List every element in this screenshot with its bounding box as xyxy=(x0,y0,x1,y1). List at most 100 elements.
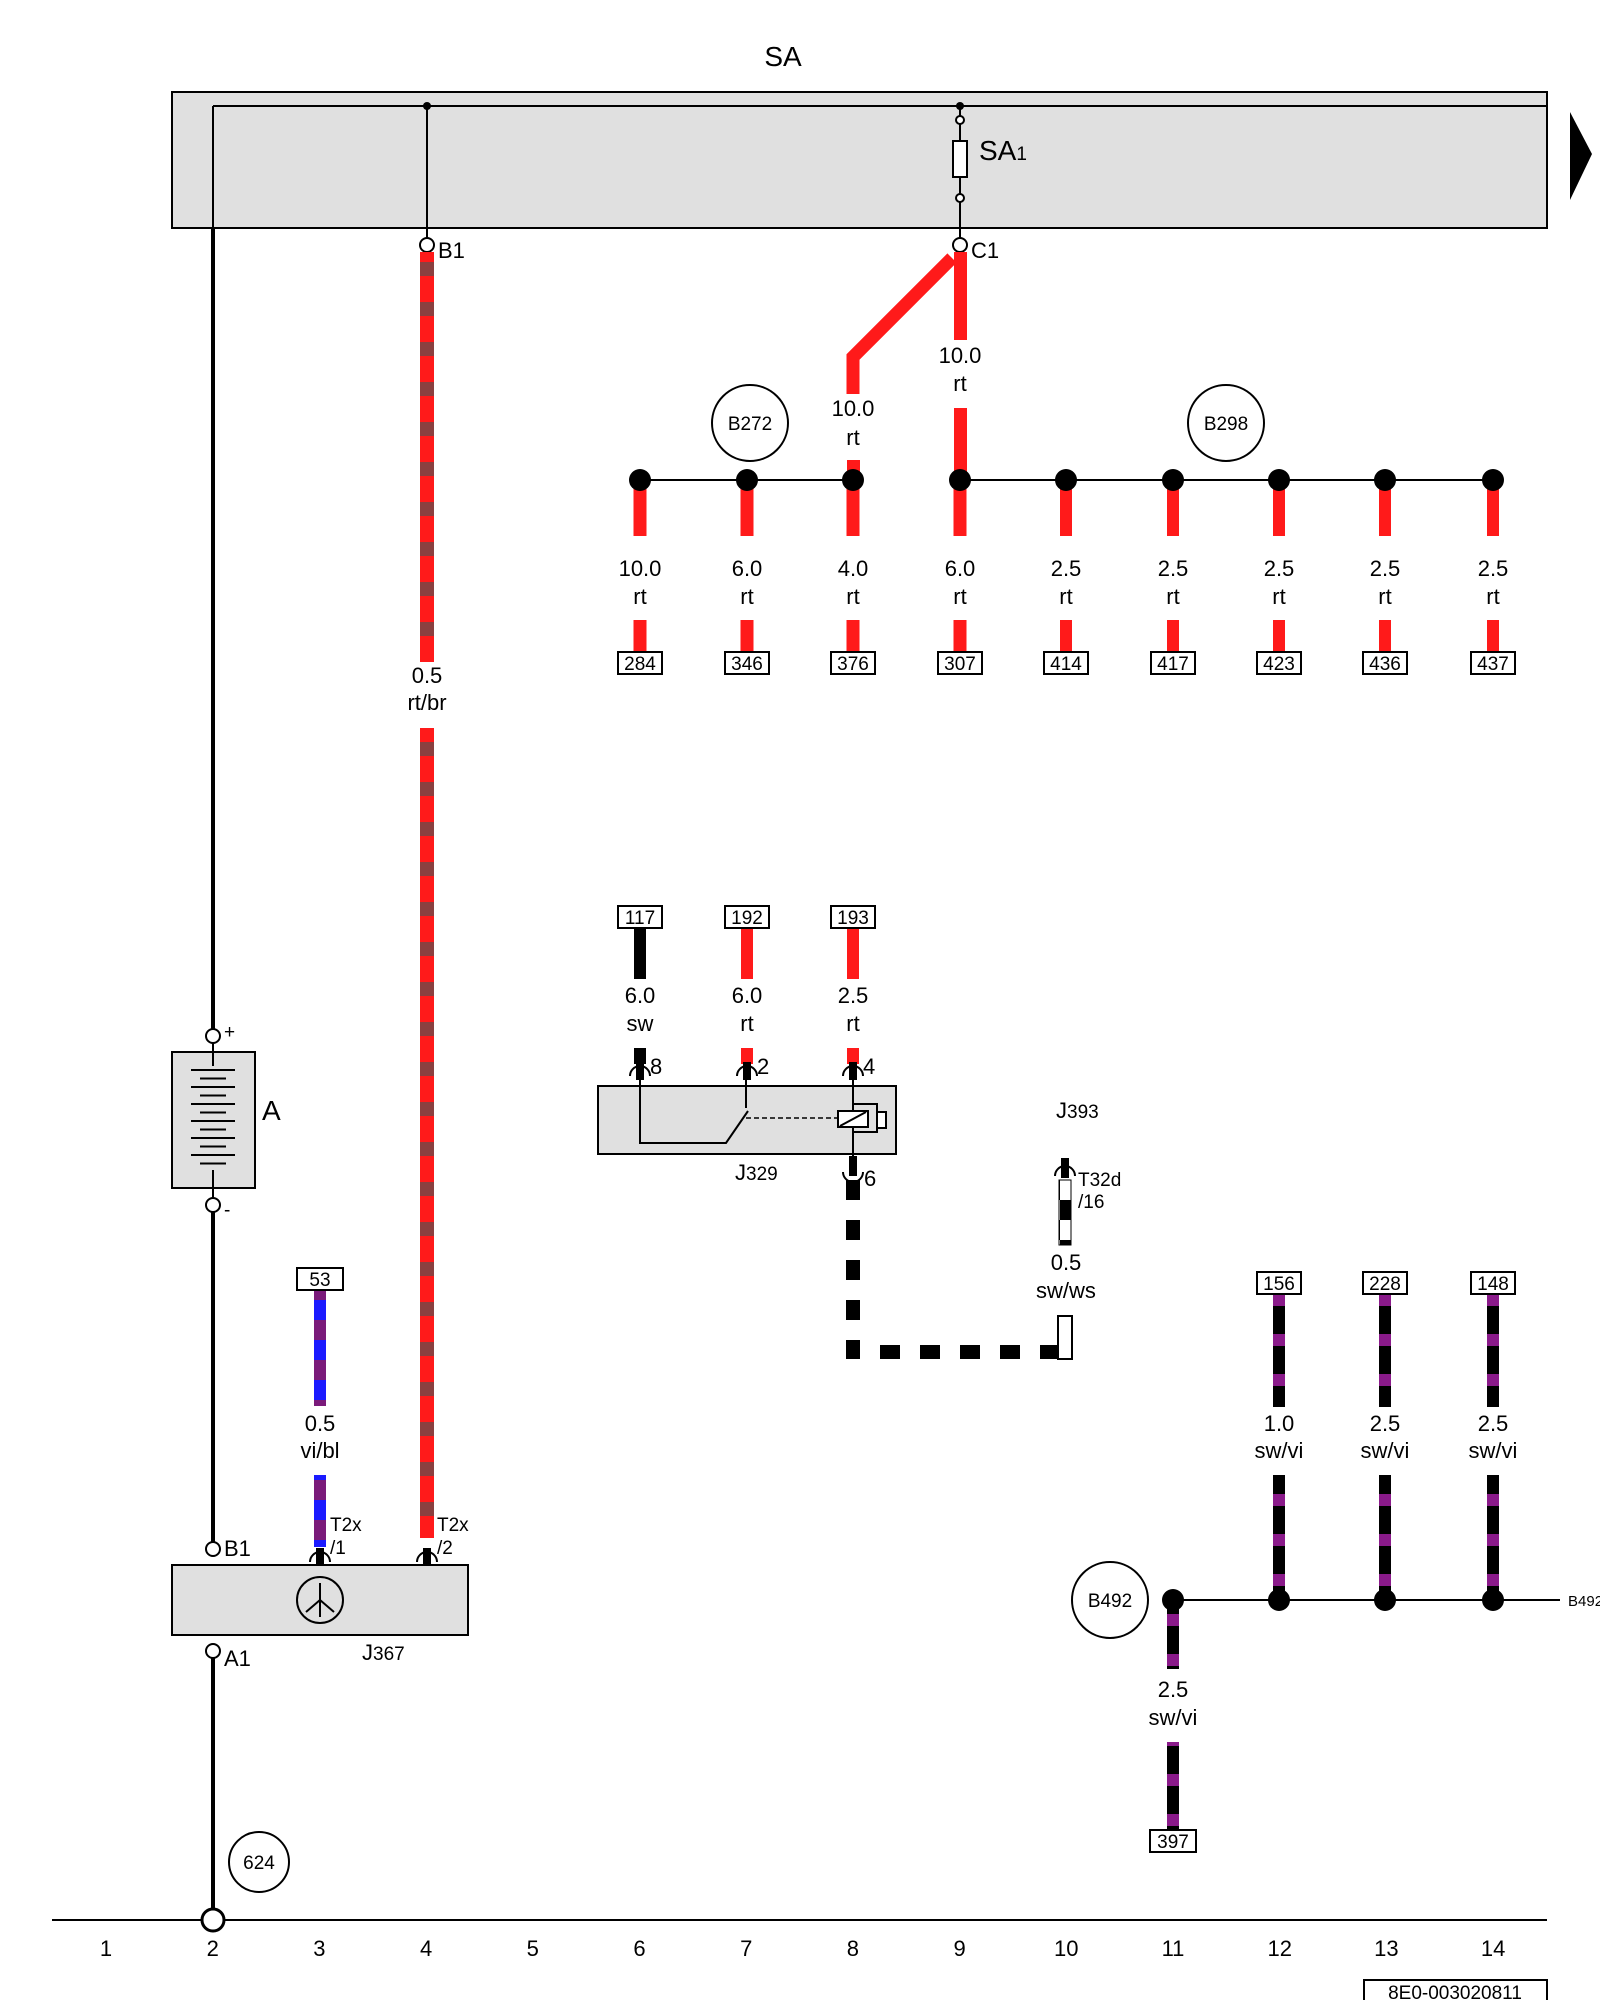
wire-color: rt xyxy=(1166,584,1179,609)
ref-number: 192 xyxy=(731,908,763,929)
relay-pin-label: 8 xyxy=(650,1054,662,1079)
wire-size: 1.0 xyxy=(1264,1411,1295,1436)
column-number: 8 xyxy=(847,1936,859,1961)
relay-pin-6: 6 xyxy=(864,1166,876,1191)
continue-arrow-icon xyxy=(1570,112,1592,200)
j367-label: J367 xyxy=(362,1640,405,1665)
pin-b1-label: B1 xyxy=(438,238,465,263)
wire-lower-right xyxy=(1379,1295,1391,1407)
wire-c1-a xyxy=(846,253,957,394)
j367-pin-a1: A1 xyxy=(224,1646,251,1671)
wire-branch xyxy=(1167,480,1179,536)
ref-box xyxy=(724,651,770,675)
ref-box xyxy=(1362,1271,1408,1295)
sa-unit-box xyxy=(171,91,1548,229)
j367-conn2: T2x xyxy=(437,1515,469,1536)
column-number: 3 xyxy=(313,1936,325,1961)
j367-symbol-icon xyxy=(296,1576,344,1624)
wire-size: 2.5 xyxy=(1158,1677,1189,1702)
splice-node xyxy=(842,469,864,491)
splice-node xyxy=(1374,469,1396,491)
wire-color: sw xyxy=(627,1011,654,1036)
wire-size: 6.0 xyxy=(945,556,976,581)
ref-box xyxy=(937,651,983,675)
splice-b272-label: B272 xyxy=(728,414,772,435)
column-number: 11 xyxy=(1162,1936,1185,1961)
ref-box xyxy=(1150,651,1196,675)
wire-branch xyxy=(633,480,647,536)
ground-label: 624 xyxy=(243,1853,275,1874)
wire-size: 2.5 xyxy=(1051,556,1082,581)
wire-size: 6.0 xyxy=(732,983,763,1008)
ref-box xyxy=(1256,651,1302,675)
wire-b492-down xyxy=(1167,1609,1179,1669)
splice-node xyxy=(1268,469,1290,491)
fuse-icon xyxy=(952,140,968,178)
column-number: 12 xyxy=(1267,1936,1291,1961)
wire-size: 10.0 xyxy=(939,343,982,368)
wire-color: rt xyxy=(633,584,646,609)
sa-title: SA xyxy=(764,41,802,72)
wire-color: rt xyxy=(1272,584,1285,609)
wire-color: rt xyxy=(846,425,859,450)
j367-pin2: /2 xyxy=(437,1538,453,1559)
splice-node xyxy=(736,469,758,491)
splice-node xyxy=(629,469,651,491)
wire-relay-input xyxy=(634,929,646,979)
wire-color: rt xyxy=(1059,584,1072,609)
wire-size: 0.5 xyxy=(305,1411,336,1436)
wire-branch xyxy=(953,480,967,536)
ref-box xyxy=(617,905,663,929)
wire-color: rt xyxy=(740,584,753,609)
wire-color: rt xyxy=(846,1011,859,1036)
ref-number: 437 xyxy=(1477,654,1509,675)
j367-conn1: T2x xyxy=(330,1515,362,1536)
column-number: 6 xyxy=(633,1936,645,1961)
wire-size: 6.0 xyxy=(625,983,656,1008)
ref-number: 117 xyxy=(625,908,655,929)
column-number: 1 xyxy=(100,1936,112,1961)
ref-number: 376 xyxy=(837,654,869,675)
wire-ref53 xyxy=(314,1291,326,1406)
document-id: 8E0-003020811 xyxy=(1388,1983,1522,2000)
splice-node xyxy=(1162,469,1184,491)
column-number: 10 xyxy=(1054,1936,1078,1961)
wire-branch xyxy=(740,480,754,536)
wire-color: rt xyxy=(953,584,966,609)
wire-color: rt xyxy=(846,584,859,609)
ground-marker xyxy=(228,1831,290,1893)
wire-lower-right xyxy=(1487,1295,1499,1407)
battery-plus-label: + xyxy=(224,1022,235,1043)
ref-397-box xyxy=(1149,1829,1197,1853)
wire-relay-input xyxy=(847,929,859,979)
wire-c1-b xyxy=(954,252,967,340)
battery-label: A xyxy=(262,1095,281,1126)
wire-branch xyxy=(1060,480,1072,536)
wire-color: vi/bl xyxy=(300,1438,339,1463)
ref-397: 397 xyxy=(1157,1832,1189,1853)
wire-size: 2.5 xyxy=(1158,556,1189,581)
battery-minus-label: - xyxy=(224,1200,230,1221)
relay-pin-label: 2 xyxy=(757,1054,769,1079)
column-number: 4 xyxy=(420,1936,432,1961)
j329-label: J329 xyxy=(735,1160,778,1185)
wire-color: rt xyxy=(1378,584,1391,609)
ref-box xyxy=(1043,651,1089,675)
splice-marker xyxy=(1187,384,1265,462)
wire-size: 2.5 xyxy=(1370,1411,1401,1436)
wire-relay-ground xyxy=(846,1180,860,1352)
ref-number: 417 xyxy=(1157,654,1189,675)
ref-number: 156 xyxy=(1263,1274,1295,1295)
column-number: 14 xyxy=(1481,1936,1505,1961)
wire-color: rt xyxy=(740,1011,753,1036)
wire-size: 2.5 xyxy=(1370,556,1401,581)
wire-color: sw/ws xyxy=(1036,1278,1096,1303)
j393-pin: /16 xyxy=(1078,1192,1104,1213)
ref-number: 284 xyxy=(624,654,656,675)
wire-size: 0.5 xyxy=(1051,1250,1082,1275)
wire-size: 10.0 xyxy=(619,556,662,581)
wire-color: sw/vi xyxy=(1361,1438,1410,1463)
wire-branch xyxy=(846,480,860,536)
